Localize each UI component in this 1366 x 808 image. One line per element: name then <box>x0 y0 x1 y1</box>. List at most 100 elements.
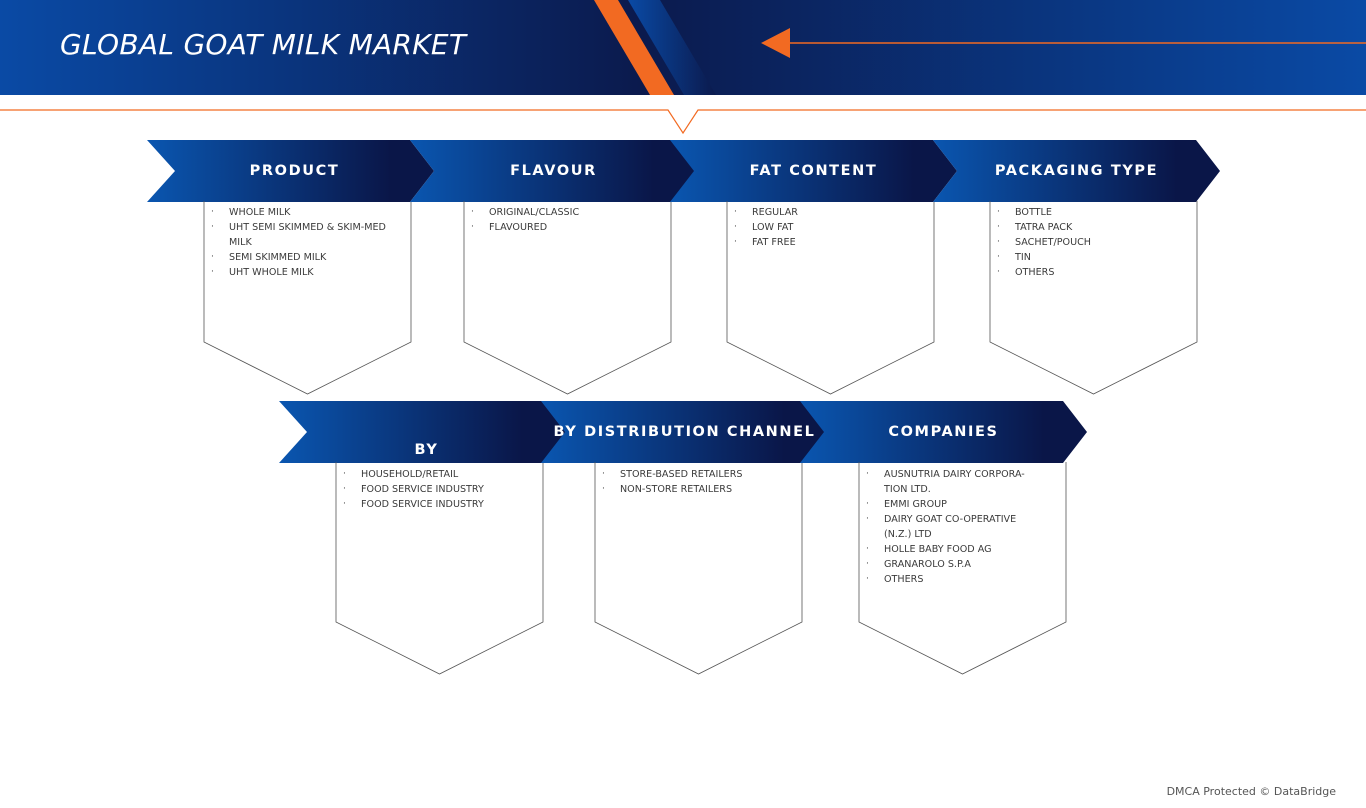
bullet-icon: · <box>343 484 346 494</box>
list-item-text: UHT WHOLE MILK <box>229 267 314 278</box>
list-item: · DAIRY GOAT CO-OPERATIVE (N.Z.) LTD <box>866 512 1043 542</box>
bullet-icon: · <box>997 237 1000 247</box>
list-item-text: TIN <box>1015 252 1031 263</box>
list-item-text: SEMI SKIMMED MILK <box>229 252 327 263</box>
segment-item-list: · AUSNUTRIA DAIRY CORPORA-TION LTD. · EMMI … <box>866 467 1043 587</box>
arrow-left-icon <box>761 28 790 58</box>
list-item: · HOLLE BABY FOOD AG <box>866 542 1043 557</box>
list-item-text: OTHERS <box>1015 267 1055 278</box>
list-item-text: OTHERS <box>884 574 924 585</box>
list-item-text: WHOLE MILK <box>229 207 291 218</box>
chevron-shape <box>800 401 1087 463</box>
list-item: · EMMI GROUP <box>866 497 1043 512</box>
list-item: ·SEMI SKIMMED MILK <box>211 250 388 265</box>
segment-header-product: PRODUCT <box>147 140 434 202</box>
bullet-icon: · <box>866 574 869 584</box>
list-item-text: LOW FAT <box>752 222 794 233</box>
list-item-text: UHT SEMI SKIMMED & SKIM-MED MILK <box>229 222 386 248</box>
list-item-text: DAIRY GOAT CO-OPERATIVE (N.Z.) LTD <box>884 514 1017 540</box>
segment-title: COMPANIES <box>888 424 999 440</box>
list-item: · OTHERS <box>997 265 1174 280</box>
segment-title: BY DISTRIBUTION CHANNEL <box>553 424 816 440</box>
segment-item-list: ·ORIGINAL/CLASSIC·FLAVOURED <box>471 205 648 235</box>
bullet-icon: · <box>734 237 737 247</box>
chevron-shape <box>410 140 697 202</box>
segment-item-list: ·STORE-BASED RETAILERS·NON-STORE RETAILE… <box>602 467 779 497</box>
bullet-icon: · <box>211 267 214 277</box>
segment-title: FAT CONTENT <box>749 163 878 179</box>
list-item: · AUSNUTRIA DAIRY CORPORA-TION LTD. <box>866 467 1043 497</box>
segment-item-list: · BOTTLE·TATRA PACK · SACHET/POUCH · TIN · OTH… <box>997 205 1174 280</box>
bullet-icon: · <box>211 222 214 232</box>
chevron-shape <box>541 401 828 463</box>
bullet-icon: · <box>866 469 869 479</box>
bullet-icon: · <box>866 559 869 569</box>
banner-background <box>0 0 1366 95</box>
segment-title: FLAVOUR <box>510 163 597 179</box>
segment-header-packaging-type: PACKAGING TYPE <box>933 140 1220 202</box>
list-item-text: EMMI GROUP <box>884 499 947 510</box>
bullet-icon: · <box>997 252 1000 262</box>
segment-header-fat-content: FAT CONTENT <box>670 140 957 202</box>
list-item: · ORIGINAL/CLASSIC <box>471 205 648 220</box>
segment-title: PRODUCT <box>249 163 340 179</box>
bullet-icon: · <box>343 469 346 479</box>
list-item-text: SACHET/POUCH <box>1015 237 1092 248</box>
bullet-icon: · <box>866 544 869 554</box>
list-item-text: FAT FREE <box>752 237 796 248</box>
bullet-icon: · <box>471 207 474 217</box>
list-item-text: ORIGINAL/CLASSIC <box>489 207 580 218</box>
header-divider <box>0 109 1366 135</box>
segment-body <box>335 462 544 676</box>
list-item: · FOOD SERVICE INDUSTRY <box>343 497 520 512</box>
chevron-shape <box>279 401 566 463</box>
segment-body <box>463 201 672 396</box>
segment-header-by: BY <box>279 401 566 463</box>
chevron-shape <box>147 140 434 202</box>
segment-item-list: ·REGULAR·LOW FAT · FAT FREE <box>734 205 911 250</box>
list-item: · WHOLE MILK <box>211 205 388 220</box>
list-item-text: HOUSEHOLD/RETAIL <box>361 469 459 480</box>
segment-outline <box>594 462 803 675</box>
list-item: · SACHET/POUCH <box>997 235 1174 250</box>
bullet-icon: · <box>211 207 214 217</box>
list-item: · OTHERS <box>866 572 1043 587</box>
segment-body <box>726 201 935 396</box>
page-title: GLOBAL GOAT MILK MARKET <box>60 28 467 61</box>
list-item-text: AUSNUTRIA DAIRY CORPORA-TION LTD. <box>884 469 1025 495</box>
list-item: · BOTTLE <box>997 205 1174 220</box>
bullet-icon: · <box>602 469 605 479</box>
list-item-text: GRANAROLO S.P.A <box>884 559 971 570</box>
segment-outline <box>726 201 935 395</box>
segment-header-companies: COMPANIES <box>800 401 1087 463</box>
bullet-icon: · <box>866 514 869 524</box>
segment-outline <box>858 462 1067 675</box>
chevron-shape <box>670 140 957 202</box>
bullet-icon: · <box>343 499 346 509</box>
segment-title: PACKAGING TYPE <box>994 163 1159 179</box>
list-item-text: HOLLE BABY FOOD AG <box>884 544 992 555</box>
list-item-text: FOOD SERVICE INDUSTRY <box>361 499 484 510</box>
footer-credit: DMCA Protected © DataBridge <box>1166 785 1336 798</box>
list-item: · HOUSEHOLD/RETAIL <box>343 467 520 482</box>
segment-outline <box>203 201 412 395</box>
list-item: ·REGULAR <box>734 205 911 220</box>
bullet-icon: · <box>602 484 605 494</box>
list-item: · FOOD SERVICE INDUSTRY <box>343 482 520 497</box>
list-item-text: FOOD SERVICE INDUSTRY <box>361 484 484 495</box>
segment-outline <box>989 201 1198 395</box>
orange-stripe <box>594 0 674 95</box>
list-item: · STORE-BASED RETAILERS <box>602 467 779 482</box>
bullet-icon: · <box>997 267 1000 277</box>
segment-outline <box>463 201 672 395</box>
list-item: ·LOW FAT <box>734 220 911 235</box>
list-item: · TIN <box>997 250 1174 265</box>
bullet-icon: · <box>866 499 869 509</box>
segment-item-list: · WHOLE MILK · UHT SEMI SKIMMED & SKIM-MED … <box>211 205 388 280</box>
segment-outline <box>335 462 544 675</box>
segment-body <box>858 462 1067 676</box>
list-item-text: STORE-BASED RETAILERS <box>620 469 743 480</box>
list-item-text: BOTTLE <box>1015 207 1052 218</box>
list-item-text: TATRA PACK <box>1015 222 1073 233</box>
list-item: ·TATRA PACK <box>997 220 1174 235</box>
